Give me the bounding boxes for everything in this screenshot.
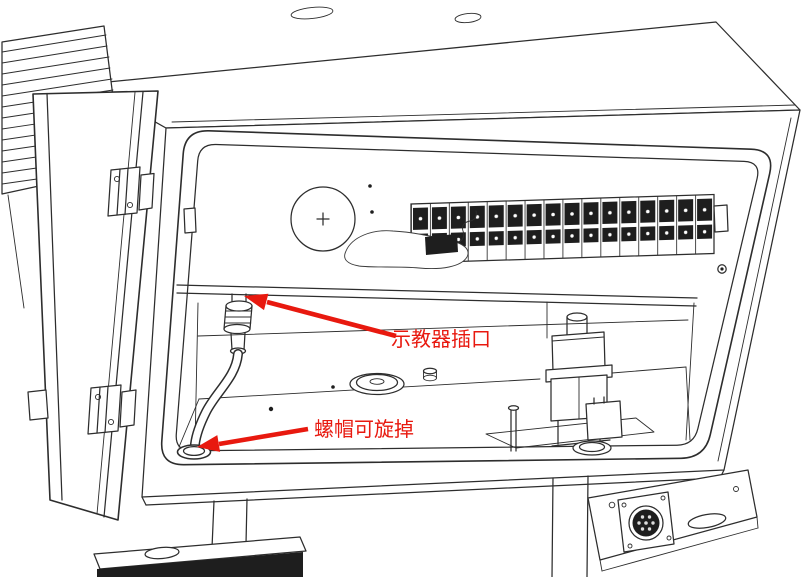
floor-small-cylinder <box>422 367 438 382</box>
teach-pendant-label: 示教器插口 <box>391 327 491 351</box>
cable-gland-nut <box>176 444 212 460</box>
right-foot-slot <box>687 513 727 529</box>
teach-pendant-arrowhead-icon <box>244 293 269 311</box>
floor-bolt <box>507 405 520 452</box>
teach-pendant-arrow <box>266 299 397 339</box>
hinge-lower <box>87 384 122 435</box>
mounting-plate <box>485 417 655 449</box>
hinges <box>87 166 155 435</box>
floor-dot <box>268 406 274 412</box>
left-foot-bracket <box>93 536 307 570</box>
nut-arrow <box>218 426 309 447</box>
top-vent-slot <box>290 6 334 20</box>
panel-screw <box>717 264 727 274</box>
pedestal-base <box>93 469 759 577</box>
annotations: 示教器插口 螺帽可旋掉 <box>197 293 491 452</box>
valve-assembly <box>545 312 623 447</box>
door-latch <box>27 389 49 421</box>
top-vent-slot-small <box>454 12 482 24</box>
floor-cap-right <box>572 440 612 456</box>
interior-panel <box>176 184 729 460</box>
left-foot-slot <box>144 546 180 560</box>
floor-cap-large <box>349 372 405 396</box>
panel-round-connector <box>290 184 374 252</box>
pendant-cable <box>190 349 243 449</box>
nut-annotation: 螺帽可旋掉 <box>197 417 414 452</box>
hinge-upper <box>107 166 141 217</box>
teach-pendant-annotation: 示教器插口 <box>244 293 491 351</box>
base-round-connector <box>628 505 664 541</box>
nut-arrowhead-icon <box>197 435 221 452</box>
nut-label: 螺帽可旋掉 <box>314 417 414 441</box>
cabinet-door <box>27 90 159 521</box>
floor-dot <box>331 385 335 389</box>
panel-clip <box>183 207 197 234</box>
wired-plug <box>425 210 477 255</box>
